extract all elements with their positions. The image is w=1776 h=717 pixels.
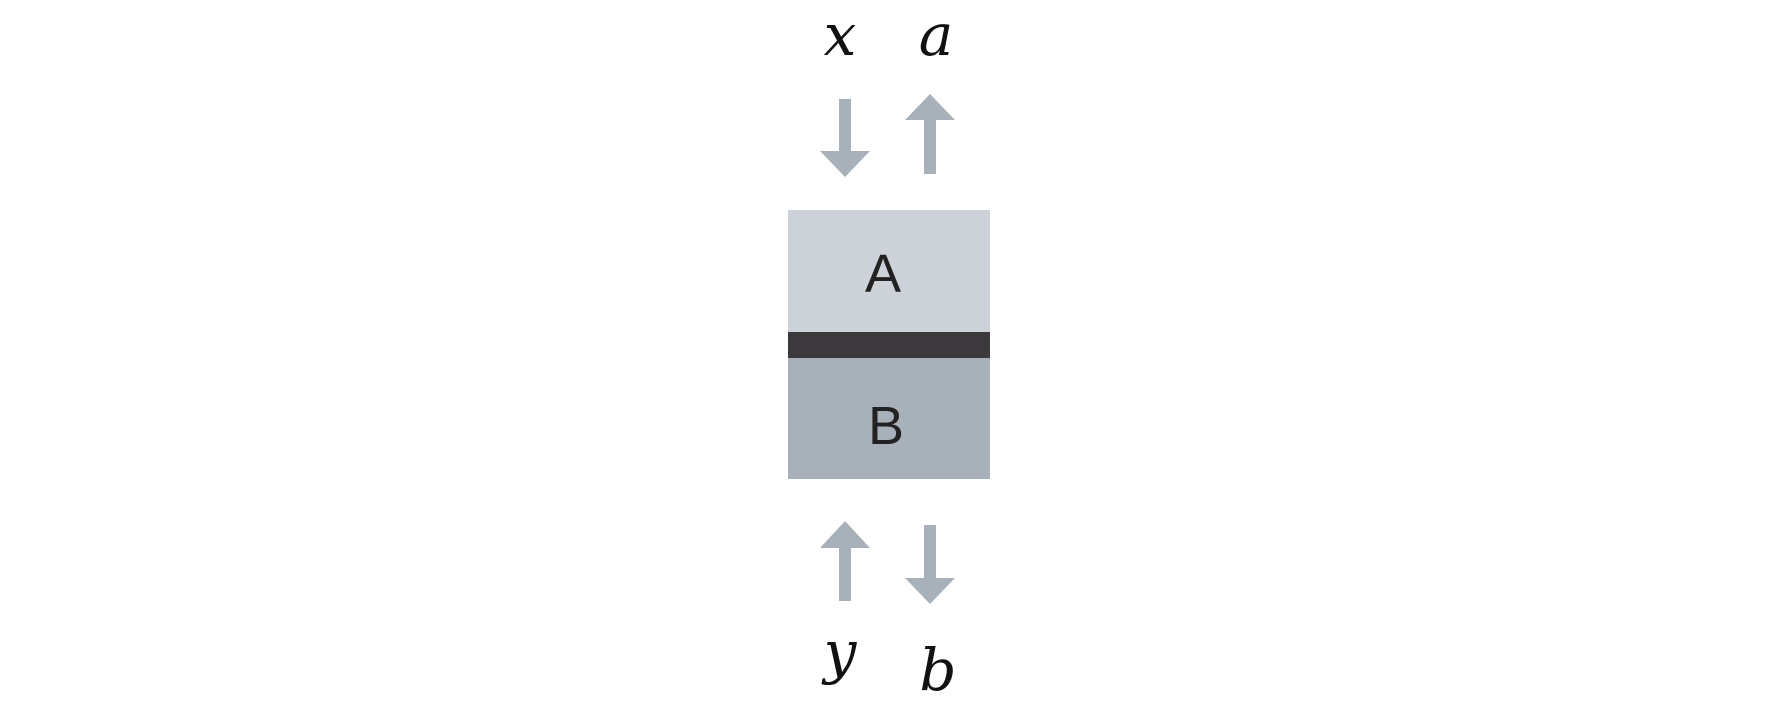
arrow-up-icon — [820, 521, 870, 601]
label-b: b — [919, 636, 956, 704]
arrow-down-icon — [905, 525, 955, 604]
block-a-label: A — [865, 244, 901, 304]
label-a: a — [919, 1, 954, 69]
block-a — [788, 210, 990, 332]
arrow-up-icon — [905, 94, 955, 174]
block-b — [788, 358, 990, 479]
interface-divider — [788, 332, 990, 358]
arrow-down-icon — [820, 99, 870, 177]
block-b-label: B — [868, 396, 904, 456]
label-y: y — [821, 618, 858, 686]
label-x: x — [824, 1, 857, 69]
